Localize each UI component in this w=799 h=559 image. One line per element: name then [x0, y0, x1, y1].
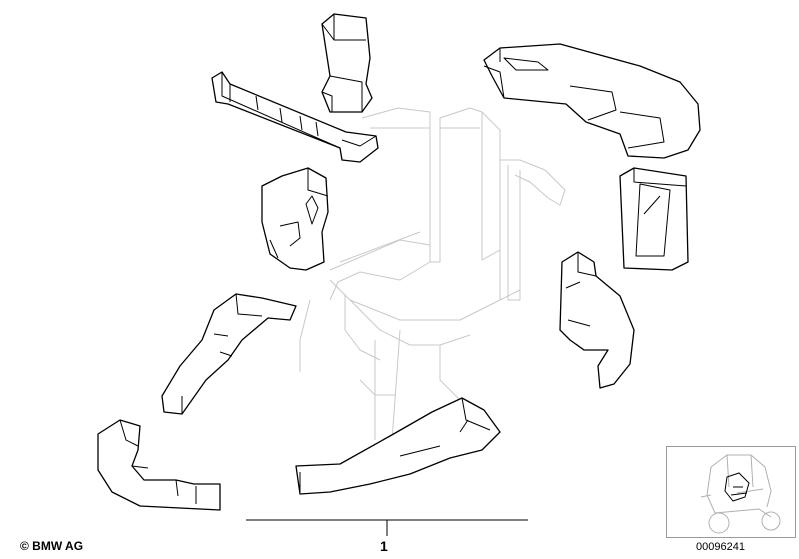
- scooter-thumbnail-icon: [700, 454, 781, 534]
- callout-label-1: 1: [380, 538, 388, 554]
- part-right-curved-bracket: [559, 251, 635, 389]
- copyright-label: © BMW AG: [20, 539, 84, 553]
- part-center-left-bracket: [261, 167, 329, 271]
- diagram-id-label: 00096241: [696, 541, 745, 553]
- part-left-duct: [161, 293, 297, 415]
- callout-1: [246, 519, 528, 536]
- part-vertical-bracket: [321, 13, 373, 113]
- frame-outline-ghost: [299, 107, 566, 441]
- part-cross-bracket: [211, 71, 379, 163]
- vehicle-thumbnail[interactable]: [666, 446, 796, 538]
- part-right-block: [619, 167, 689, 271]
- part-upper-tray: [483, 43, 701, 159]
- part-lower-center-piece: [295, 397, 501, 495]
- part-lower-left-piece: [97, 419, 221, 511]
